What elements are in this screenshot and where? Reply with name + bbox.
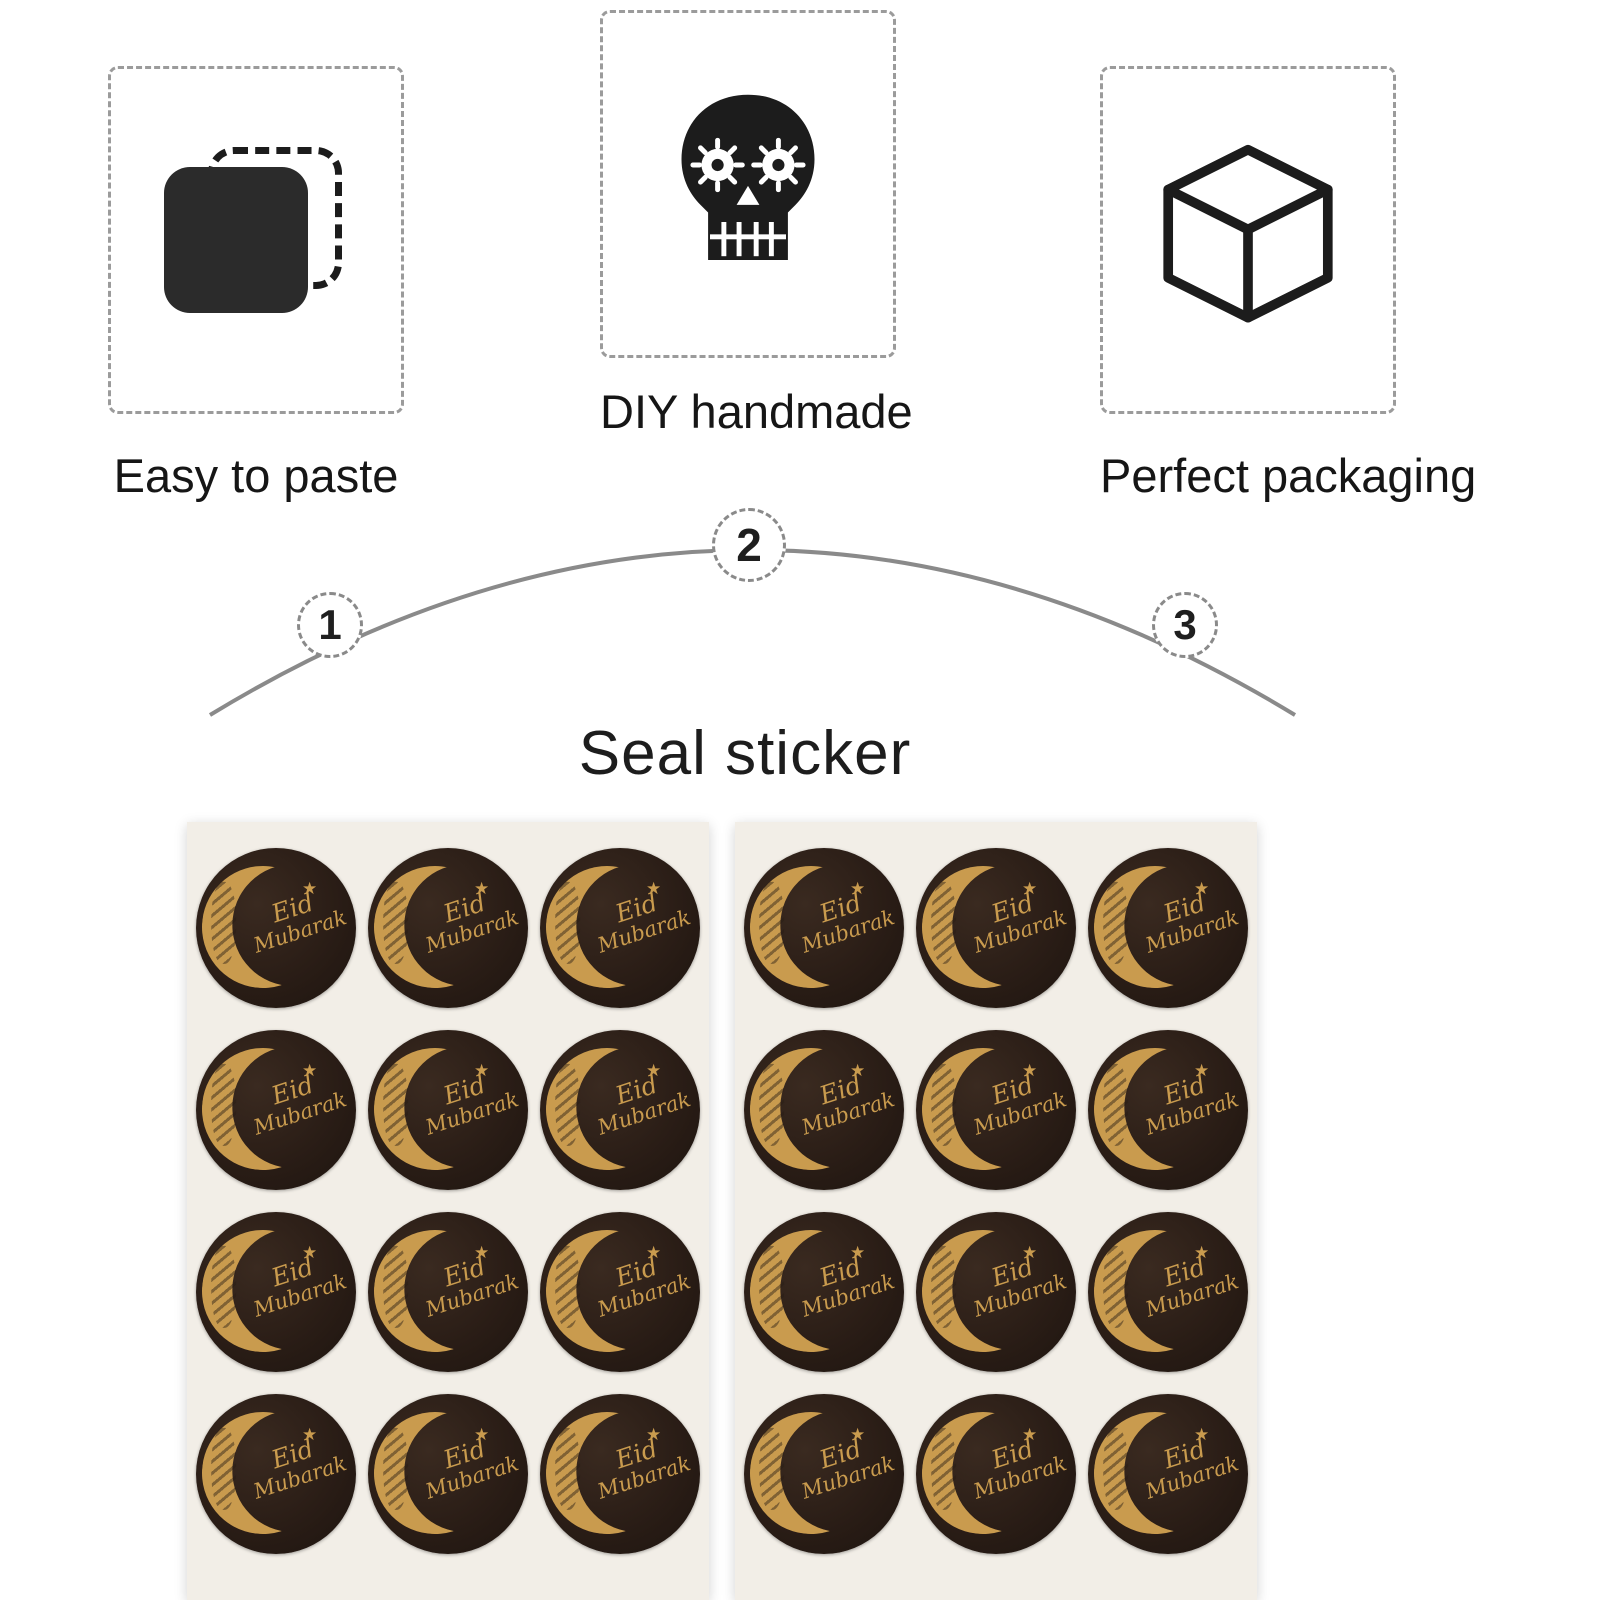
eid-mubarak-sticker: ★ Eid Mubarak (196, 1212, 356, 1372)
eid-mubarak-sticker: ★ Eid Mubarak (196, 848, 356, 1008)
sticker-sheet-right: ★ Eid Mubarak ★ Eid Mubarak ★ Eid Mubara… (735, 822, 1257, 1600)
eid-mubarak-sticker: ★ Eid Mubarak (196, 1394, 356, 1554)
star-icon: ★ (1194, 1243, 1210, 1262)
feature-perfect-packaging: Perfect packaging (1100, 66, 1476, 503)
step-circle-2: 2 (712, 508, 786, 582)
eid-mubarak-sticker: ★ Eid Mubarak (368, 1212, 528, 1372)
feature-diy-handmade: DIY handmade (600, 10, 913, 439)
eid-mubarak-sticker: ★ Eid Mubarak (368, 1030, 528, 1190)
eid-mubarak-sticker: ★ Eid Mubarak (368, 848, 528, 1008)
star-icon: ★ (646, 1061, 662, 1080)
feature-label-diy-handmade: DIY handmade (600, 385, 913, 438)
star-icon: ★ (474, 1061, 490, 1080)
eid-mubarak-sticker: ★ Eid Mubarak (744, 1030, 904, 1190)
step-number-2: 2 (736, 519, 762, 571)
box-icon (1163, 144, 1333, 323)
star-icon: ★ (302, 1425, 318, 1444)
skull-right-eye (751, 137, 806, 193)
feature-box-diy-handmade (600, 10, 896, 358)
eid-mubarak-sticker: ★ Eid Mubarak (540, 1394, 700, 1554)
feature-box-perfect-packaging (1100, 66, 1396, 414)
step-number-3: 3 (1173, 601, 1197, 648)
star-icon: ★ (474, 1243, 490, 1262)
star-icon: ★ (850, 1061, 866, 1080)
eid-mubarak-sticker: ★ Eid Mubarak (1088, 1212, 1248, 1372)
star-icon: ★ (1022, 879, 1038, 898)
eid-mubarak-sticker: ★ Eid Mubarak (744, 848, 904, 1008)
step-circle-1: 1 (297, 592, 363, 658)
eid-mubarak-sticker: ★ Eid Mubarak (744, 1394, 904, 1554)
star-icon: ★ (302, 1243, 318, 1262)
star-icon: ★ (302, 1061, 318, 1080)
star-icon: ★ (646, 1425, 662, 1444)
star-icon: ★ (850, 879, 866, 898)
eid-mubarak-sticker: ★ Eid Mubarak (916, 1212, 1076, 1372)
feature-label-easy-to-paste: Easy to paste (113, 449, 399, 502)
feature-easy-to-paste: Easy to paste (108, 66, 404, 503)
feature-label-perfect-packaging: Perfect packaging (1100, 449, 1477, 502)
step-circle-3: 3 (1152, 592, 1218, 658)
star-icon: ★ (850, 1425, 866, 1444)
star-icon: ★ (1194, 1061, 1210, 1080)
eid-mubarak-sticker: ★ Eid Mubarak (744, 1212, 904, 1372)
eid-mubarak-sticker: ★ Eid Mubarak (540, 1212, 700, 1372)
star-icon: ★ (646, 1243, 662, 1262)
star-icon: ★ (1194, 1425, 1210, 1444)
section-title: Seal sticker (578, 719, 912, 788)
star-icon: ★ (474, 1425, 490, 1444)
star-icon: ★ (850, 1243, 866, 1262)
eid-mubarak-sticker: ★ Eid Mubarak (368, 1394, 528, 1554)
skull-left-eye (690, 137, 745, 193)
star-icon: ★ (302, 879, 318, 898)
eid-mubarak-sticker: ★ Eid Mubarak (1088, 1394, 1248, 1554)
steps-arc (208, 548, 1297, 717)
eid-mubarak-sticker: ★ Eid Mubarak (916, 848, 1076, 1008)
skull-nose (736, 185, 760, 205)
star-icon: ★ (1194, 879, 1210, 898)
skull-teeth (710, 222, 786, 257)
eid-mubarak-sticker: ★ Eid Mubarak (916, 1030, 1076, 1190)
eid-mubarak-sticker: ★ Eid Mubarak (1088, 848, 1248, 1008)
star-icon: ★ (646, 879, 662, 898)
star-icon: ★ (1022, 1061, 1038, 1080)
star-icon: ★ (474, 879, 490, 898)
eid-mubarak-sticker: ★ Eid Mubarak (916, 1394, 1076, 1554)
eid-mubarak-sticker: ★ Eid Mubarak (540, 848, 700, 1008)
star-icon: ★ (1022, 1243, 1038, 1262)
sticker-icon (156, 145, 356, 335)
skull-icon (681, 94, 815, 260)
feature-box-easy-to-paste (108, 66, 404, 414)
eid-mubarak-sticker: ★ Eid Mubarak (196, 1030, 356, 1190)
eid-mubarak-sticker: ★ Eid Mubarak (540, 1030, 700, 1190)
star-icon: ★ (1022, 1425, 1038, 1444)
step-number-1: 1 (318, 601, 342, 648)
eid-mubarak-sticker: ★ Eid Mubarak (1088, 1030, 1248, 1190)
sticker-icon-solid-layer (164, 167, 308, 313)
sticker-sheet-left: ★ Eid Mubarak ★ Eid Mubarak ★ Eid Mubara… (187, 822, 709, 1600)
